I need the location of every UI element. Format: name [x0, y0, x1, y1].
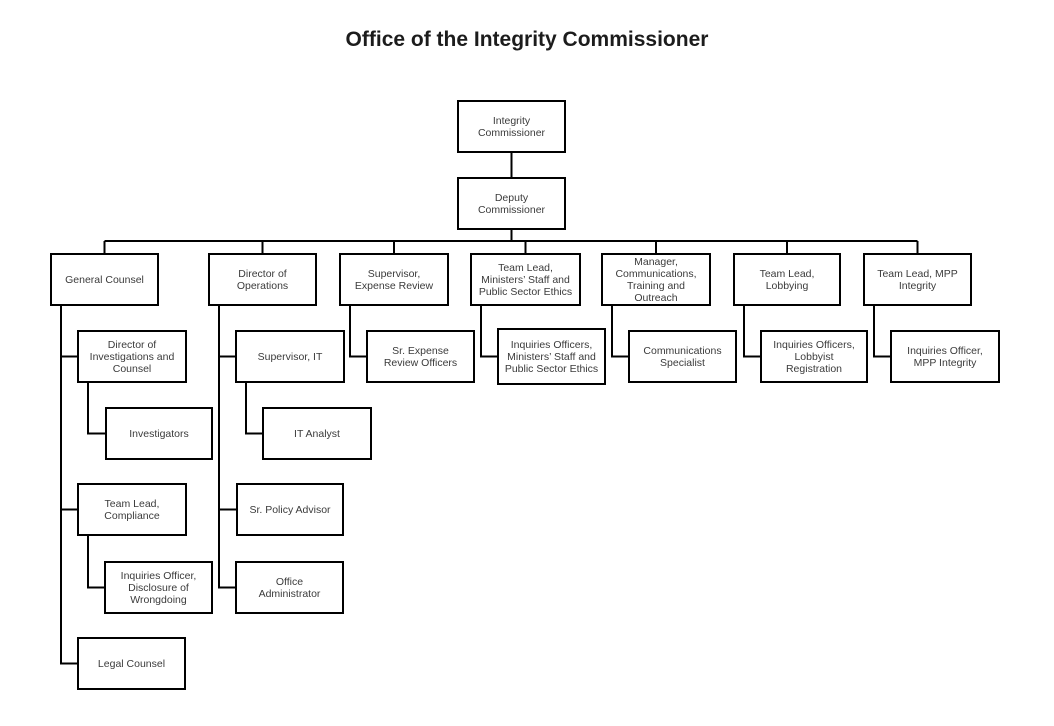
org-node-label: Deputy Commissioner [477, 191, 546, 216]
org-node-label: Integrity Commissioner [477, 114, 546, 139]
org-node-label: Office Administrator [258, 575, 321, 600]
org-node-label: Investigators [129, 427, 189, 440]
org-node-inquiries-officer-mpp-integrity: Inquiries Officer, MPP Integrity [890, 330, 1000, 383]
chart-title: Office of the Integrity Commissioner [345, 28, 709, 51]
org-node-inquiries-officers-ministers-staff: Inquiries Officers, Ministers’ Staff and… [497, 328, 606, 385]
org-node-label: Communications Specialist [643, 344, 722, 369]
org-node-team-lead-mpp-integrity: Team Lead, MPP Integrity [863, 253, 972, 306]
org-node-label: Manager, Communications, Training and Ou… [615, 255, 697, 304]
org-node-integrity-commissioner: Integrity Commissioner [457, 100, 566, 153]
org-node-team-lead-lobbying: Team Lead, Lobbying [733, 253, 841, 306]
org-node-label: Team Lead, MPP Integrity [877, 267, 958, 292]
org-node-director-investigations-counsel: Director of Investigations and Counsel [77, 330, 187, 383]
org-node-label: Team Lead, Ministers’ Staff and Public S… [478, 261, 573, 298]
org-node-it-analyst: IT Analyst [262, 407, 372, 460]
org-node-label: Sr. Expense Review Officers [383, 344, 458, 369]
org-node-manager-communications-training-outreach: Manager, Communications, Training and Ou… [601, 253, 711, 306]
org-node-label: General Counsel [65, 273, 144, 286]
org-node-supervisor-it: Supervisor, IT [235, 330, 345, 383]
org-node-deputy-commissioner: Deputy Commissioner [457, 177, 566, 230]
org-node-label: Director of Investigations and Counsel [89, 338, 175, 375]
org-node-sr-policy-advisor: Sr. Policy Advisor [236, 483, 344, 536]
org-node-sr-expense-review-officers: Sr. Expense Review Officers [366, 330, 475, 383]
org-node-communications-specialist: Communications Specialist [628, 330, 737, 383]
org-node-label: Legal Counsel [97, 657, 166, 670]
org-node-label: Sr. Policy Advisor [249, 503, 331, 516]
org-node-label: IT Analyst [294, 427, 340, 440]
org-node-inquiries-officer-disclosure-wrongdoing: Inquiries Officer, Disclosure of Wrongdo… [104, 561, 213, 614]
org-node-label: Inquiries Officers, Ministers’ Staff and… [504, 338, 599, 375]
connector-path [60, 153, 919, 665]
org-node-label: Supervisor, IT [257, 350, 323, 363]
org-node-general-counsel: General Counsel [50, 253, 159, 306]
org-node-team-lead-ministers-staff: Team Lead, Ministers’ Staff and Public S… [470, 253, 581, 306]
org-node-label: Director of Operations [236, 267, 289, 292]
org-node-inquiries-officers-lobbyist-registration: Inquiries Officers, Lobbyist Registratio… [760, 330, 868, 383]
org-node-label: Team Lead, Compliance [104, 497, 160, 522]
org-node-label: Inquiries Officer, MPP Integrity [907, 344, 983, 369]
org-node-legal-counsel: Legal Counsel [77, 637, 186, 690]
org-node-label: Supervisor, Expense Review [354, 267, 434, 292]
org-node-label: Inquiries Officers, Lobbyist Registratio… [773, 338, 855, 375]
org-node-team-lead-compliance: Team Lead, Compliance [77, 483, 187, 536]
org-node-office-administrator: Office Administrator [235, 561, 344, 614]
org-node-supervisor-expense-review: Supervisor, Expense Review [339, 253, 449, 306]
org-node-director-of-operations: Director of Operations [208, 253, 317, 306]
org-node-label: Inquiries Officer, Disclosure of Wrongdo… [120, 569, 197, 606]
org-node-investigators: Investigators [105, 407, 213, 460]
org-node-label: Team Lead, Lobbying [759, 267, 815, 292]
